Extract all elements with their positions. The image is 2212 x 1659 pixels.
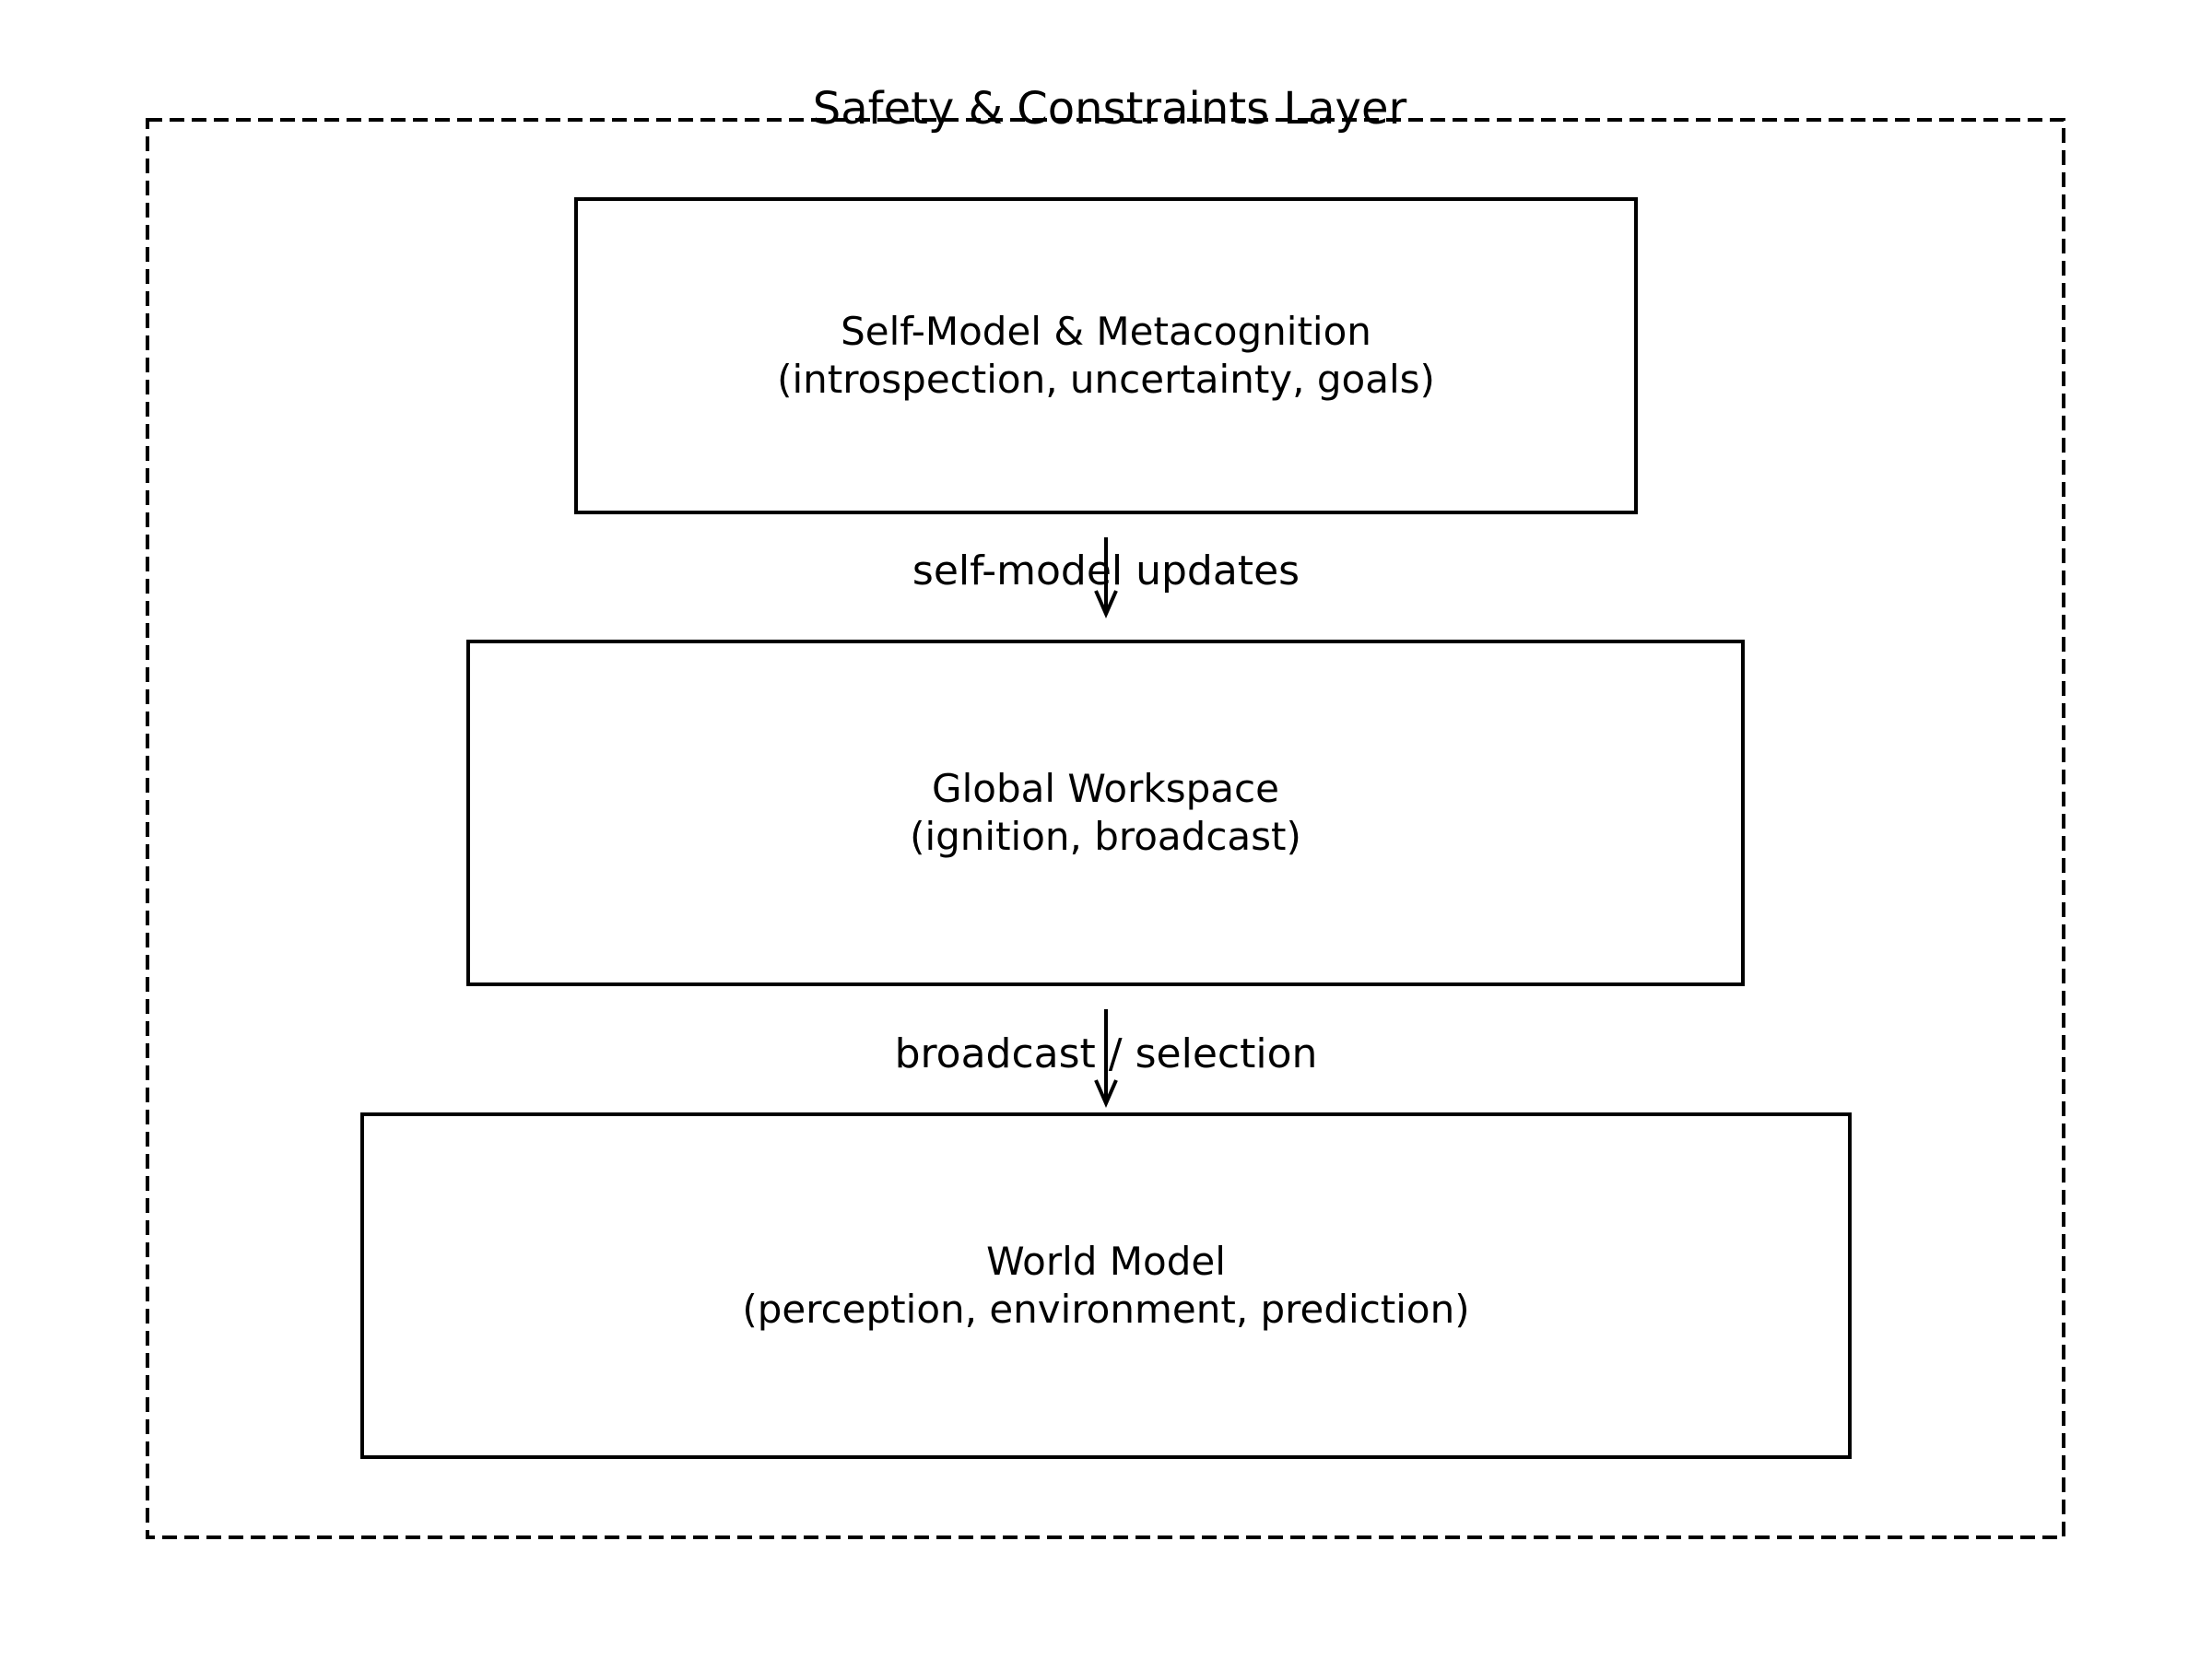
safety-layer-boundary xyxy=(146,118,2065,1539)
arrow-self-model-updates-icon xyxy=(1094,537,1118,618)
box-world-model-title: World Model xyxy=(986,1238,1226,1284)
box-self-model-title: Self-Model & Metacognition xyxy=(841,308,1371,354)
arrow-label-broadcast-selection: broadcast / selection xyxy=(894,1030,1318,1077)
box-self-model-subtitle: (introspection, uncertainty, goals) xyxy=(777,357,1435,402)
arrow-broadcast-selection-icon xyxy=(1094,1009,1118,1108)
box-global-workspace-text: Global Workspace (ignition, broadcast) xyxy=(910,765,1301,862)
box-global-workspace-title: Global Workspace xyxy=(932,765,1279,811)
arrow-label-self-model-updates: self-model updates xyxy=(912,547,1300,594)
box-self-model-text: Self-Model & Metacognition (introspectio… xyxy=(777,308,1435,405)
box-world-model-text: World Model (perception, environment, pr… xyxy=(742,1238,1469,1335)
box-world-model-subtitle: (perception, environment, prediction) xyxy=(742,1287,1470,1332)
box-self-model: Self-Model & Metacognition (introspectio… xyxy=(574,197,1638,514)
safety-layer-title: Safety & Constraints Layer xyxy=(812,83,1407,135)
box-global-workspace-subtitle: (ignition, broadcast) xyxy=(910,814,1301,859)
box-world-model: World Model (perception, environment, pr… xyxy=(360,1112,1852,1459)
box-global-workspace: Global Workspace (ignition, broadcast) xyxy=(466,640,1745,986)
